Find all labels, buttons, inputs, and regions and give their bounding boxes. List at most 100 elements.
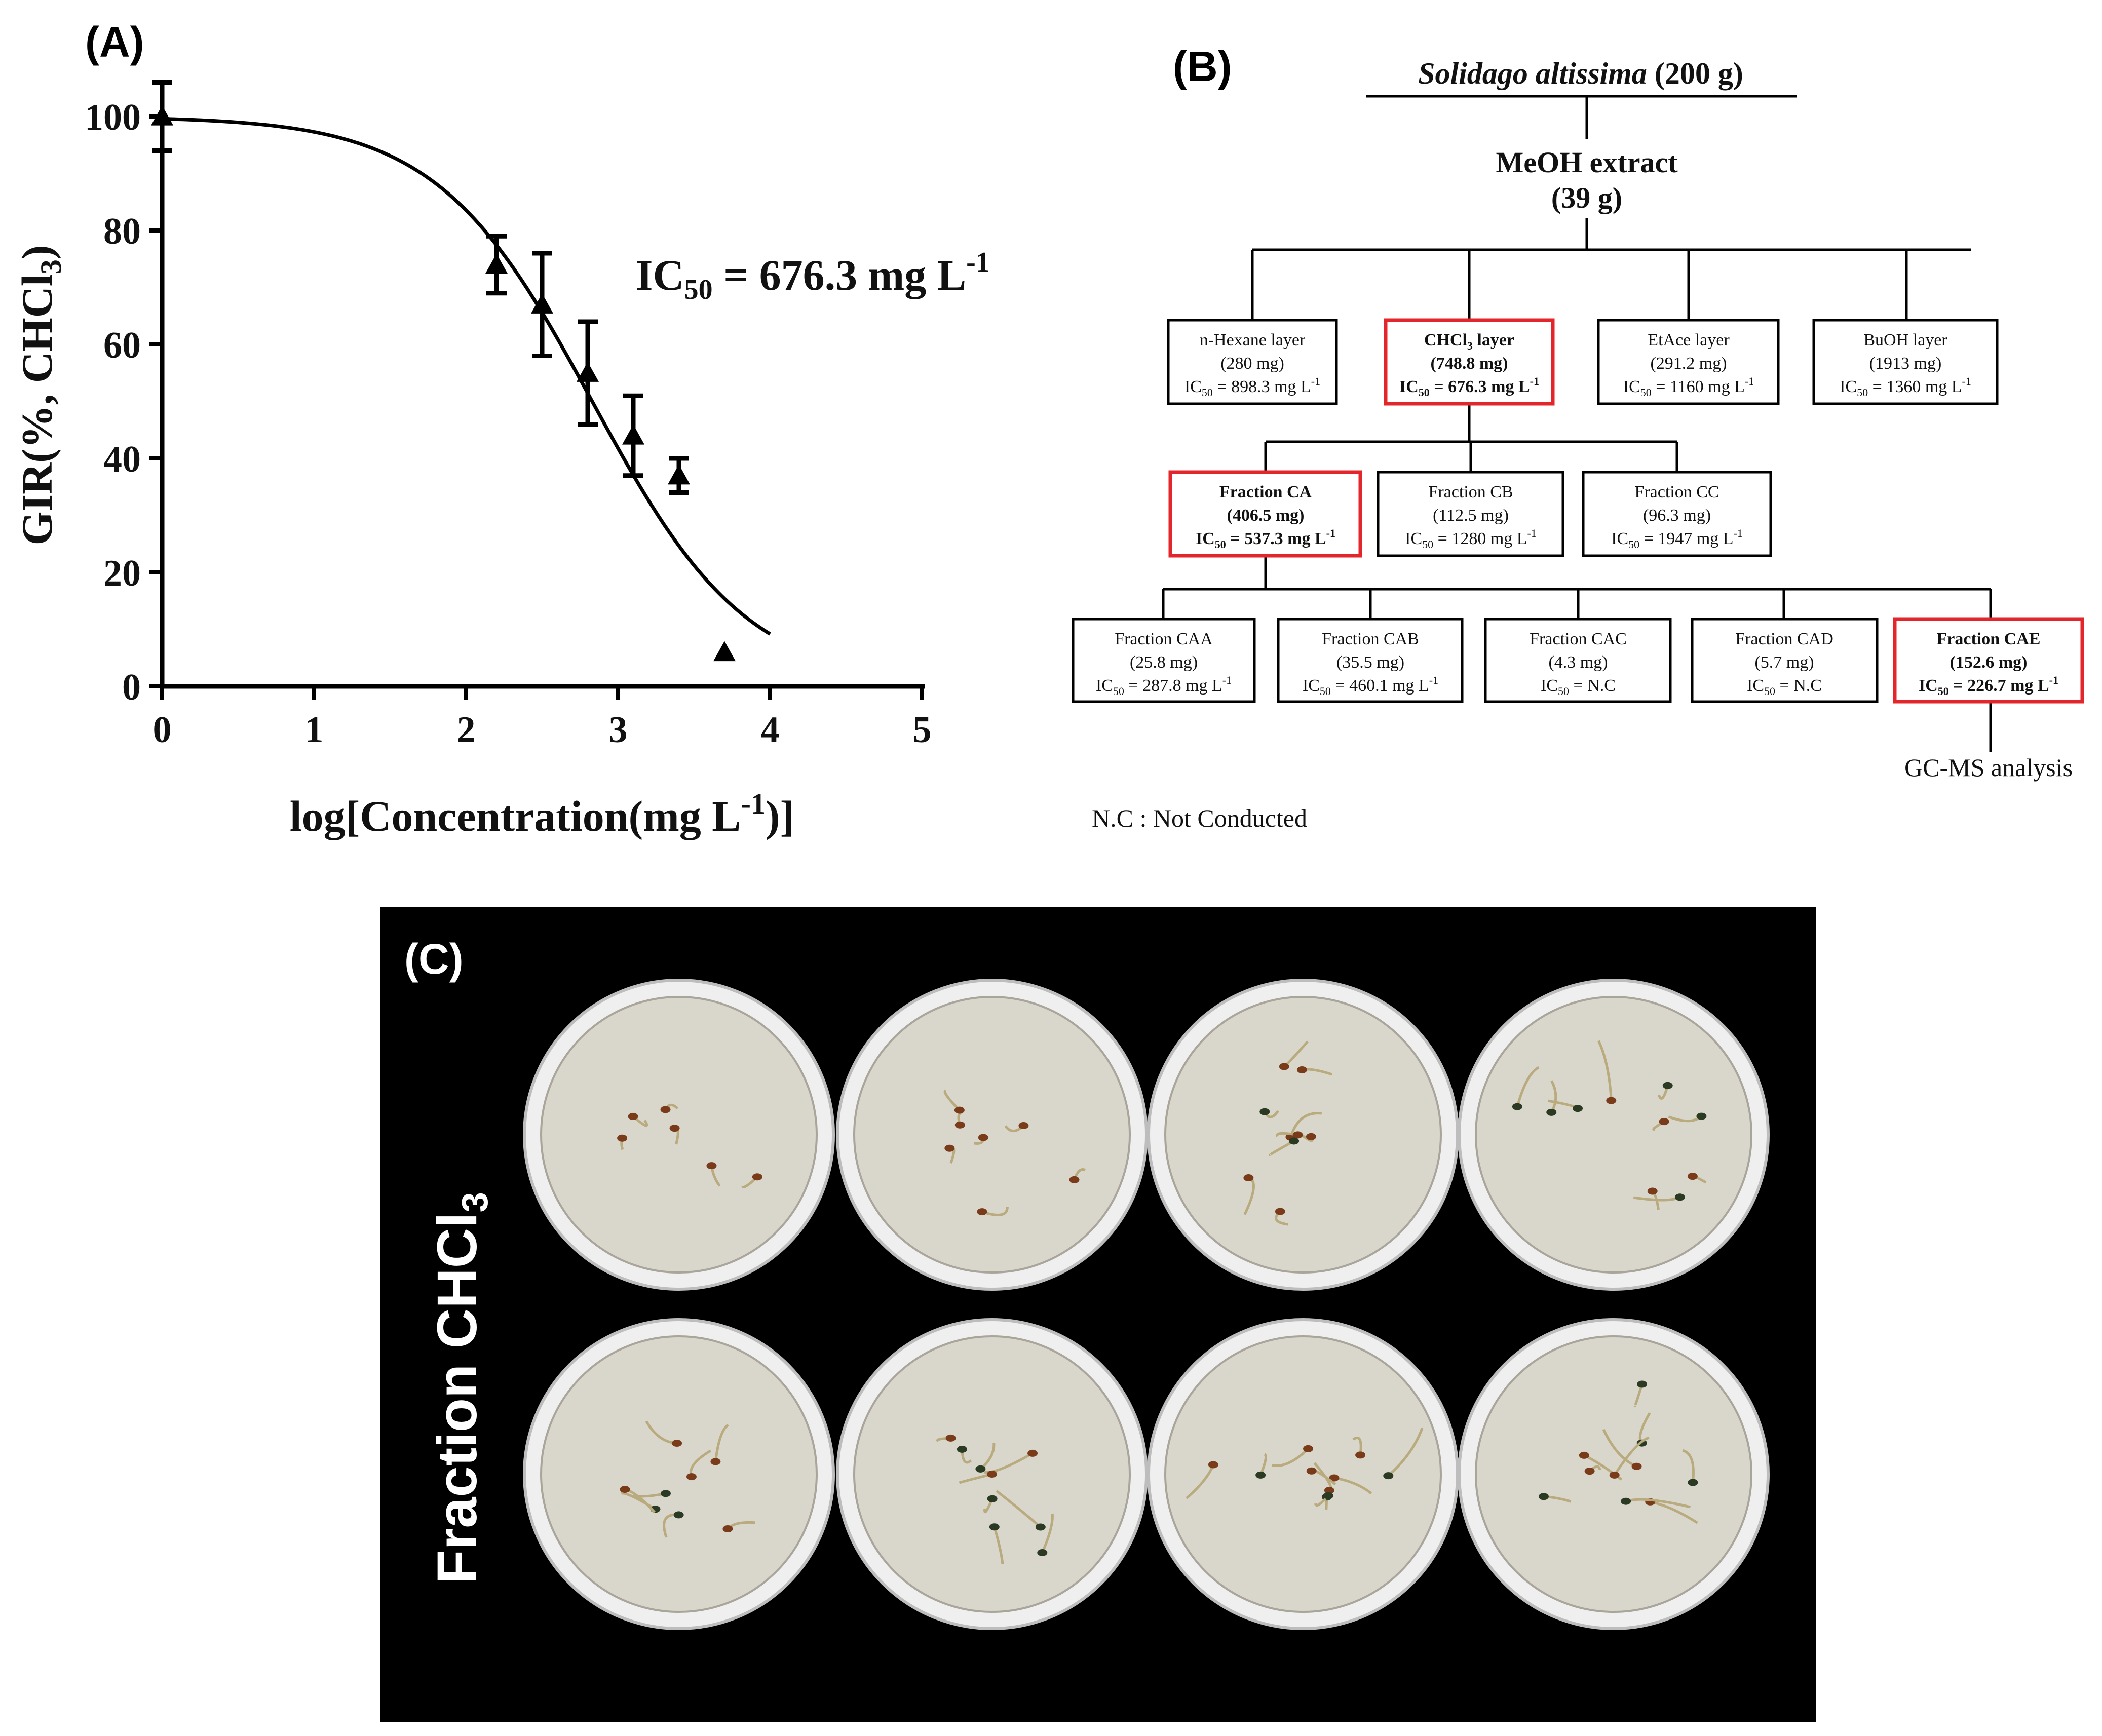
- ic50-annotation: IC50 = 676.3 mg L-1: [636, 247, 990, 305]
- subfraction-name: Fraction CAE: [1937, 630, 2041, 648]
- petri-dish: [523, 1318, 835, 1630]
- seedling-leaf: [1637, 1380, 1648, 1388]
- sigmoid-fit-curve: [162, 117, 771, 636]
- layer-ic50: IC50 = 898.3 mg L-1: [1184, 375, 1320, 399]
- seedling-leaf: [1292, 1131, 1303, 1139]
- x-tick-label: 2: [457, 709, 476, 751]
- fraction-mass: (112.5 mg): [1433, 506, 1509, 525]
- seedling-root: [993, 1526, 1004, 1564]
- subfraction-name: Fraction CAA: [1115, 630, 1213, 648]
- subfraction-ic50: IC50 = 287.8 mg L-1: [1096, 674, 1232, 698]
- y-tick-label: 0: [122, 667, 141, 708]
- subfraction-mass: (35.5 mg): [1336, 653, 1404, 672]
- data-point-triangle: [577, 362, 599, 382]
- panel-b-label: (B): [1173, 43, 1232, 90]
- seedling-leaf: [1621, 1497, 1631, 1505]
- seedling-leaf: [1538, 1493, 1549, 1500]
- layer-box-hexane: n-Hexane layer (280 mg) IC50 = 898.3 mg …: [1167, 319, 1338, 405]
- seedling-leaf: [987, 1471, 998, 1478]
- seedling-leaf: [975, 1465, 986, 1473]
- y-tick-label: 100: [85, 97, 141, 138]
- fraction-ic50: IC50 = 537.3 mg L-1: [1196, 527, 1335, 551]
- seedling-leaf: [1355, 1451, 1366, 1459]
- seedling-leaf: [954, 1121, 965, 1129]
- petri-dish: [836, 1318, 1148, 1630]
- seedling-leaf: [1688, 1479, 1698, 1486]
- seedling-leaf: [1329, 1474, 1340, 1482]
- seedling-leaf: [1035, 1523, 1046, 1531]
- seedling-leaf: [1259, 1108, 1270, 1115]
- seedling-root: [1613, 1436, 1650, 1476]
- fraction-name: Fraction CA: [1219, 483, 1312, 501]
- panel-c-photo: (C) Fraction CHCl3: [380, 907, 1816, 1722]
- layer-mass: (280 mg): [1220, 354, 1284, 373]
- seedling-leaf: [673, 1511, 684, 1519]
- layer-box-chcl3: CHCl3 layer (748.8 mg) IC50 = 676.3 mg L…: [1384, 318, 1555, 406]
- layer-name: BuOH layer: [1863, 331, 1947, 350]
- subfraction-mass: (4.3 mg): [1548, 653, 1608, 672]
- panel-b-flowchart: (B) Solidago altissima (200 g) MeOH extr…: [1072, 43, 2084, 832]
- layer-box-buoh: BuOH layer (1913 mg) IC50 = 1360 mg L-1: [1812, 319, 1999, 405]
- dish-paper: [853, 996, 1131, 1274]
- subfraction-mass: (152.6 mg): [1950, 653, 2028, 672]
- seedling-leaf: [944, 1144, 955, 1152]
- fraction-ic50: IC50 = 1947 mg L-1: [1611, 527, 1743, 551]
- subfraction-box-cad: Fraction CAD (5.7 mg) IC50 = N.C: [1691, 618, 1879, 703]
- fraction-mass: (96.3 mg): [1643, 506, 1711, 525]
- seedling-leaf: [1674, 1193, 1685, 1201]
- seedling-leaf: [660, 1106, 671, 1113]
- seedling-leaf: [706, 1162, 717, 1170]
- subfraction-box-cae: Fraction CAE (152.6 mg) IC50 = 226.7 mg …: [1893, 617, 2084, 704]
- panel-c-label: (C): [404, 935, 464, 983]
- subfraction-box-cac: Fraction CAC (4.3 mg) IC50 = N.C: [1484, 618, 1672, 703]
- petri-dish: [1458, 979, 1770, 1291]
- subfraction-name: Fraction CAD: [1735, 630, 1833, 648]
- seedling-leaf: [1323, 1492, 1333, 1499]
- seedling-leaf: [1609, 1471, 1620, 1479]
- seedling-root: [1041, 1513, 1054, 1553]
- seedling-leaf: [1324, 1487, 1334, 1494]
- fraction-box-cc: Fraction CC (96.3 mg) IC50 = 1947 mg L-1: [1582, 471, 1772, 557]
- seedling-leaf: [660, 1490, 671, 1497]
- seedling-leaf: [1306, 1467, 1317, 1475]
- seedling-root: [996, 1490, 1042, 1528]
- fraction-box-cb: Fraction CB (112.5 mg) IC50 = 1280 mg L-…: [1377, 471, 1564, 557]
- seedling-leaf: [989, 1523, 1000, 1531]
- seedling-leaf: [1584, 1468, 1595, 1475]
- seedling-root: [1289, 1112, 1322, 1138]
- seedling-leaf: [1069, 1176, 1080, 1183]
- seedling-leaf: [628, 1112, 638, 1120]
- seedling-root: [1682, 1449, 1695, 1483]
- layer-name: CHCl3 layer: [1424, 331, 1514, 352]
- y-axis-label: GIR(%, CHCl3): [13, 245, 67, 546]
- seedling-leaf: [1546, 1108, 1557, 1116]
- layer-ic50: IC50 = 1360 mg L-1: [1840, 375, 1971, 399]
- seedling-leaf: [1696, 1112, 1707, 1120]
- seedling-leaf: [752, 1173, 762, 1181]
- seedling-leaf: [954, 1106, 965, 1114]
- y-tick-label: 60: [103, 325, 141, 366]
- nc-footnote: N.C : Not Conducted: [1092, 804, 1307, 832]
- subfraction-mass: (25.8 mg): [1130, 653, 1198, 672]
- seedling-leaf: [945, 1434, 956, 1442]
- seedling-leaf: [1306, 1133, 1316, 1140]
- seedling-root: [1387, 1428, 1424, 1477]
- seedling-leaf: [1647, 1187, 1658, 1195]
- seedling-leaf: [672, 1440, 682, 1447]
- fraction-name: Fraction CC: [1634, 483, 1719, 501]
- seedling-leaf: [1606, 1097, 1617, 1104]
- fraction-ic50: IC50 = 1280 mg L-1: [1405, 527, 1537, 551]
- fraction-mass: (406.5 mg): [1227, 506, 1305, 525]
- data-point-triangle: [151, 105, 173, 126]
- fraction-name: Fraction CB: [1428, 483, 1513, 501]
- seedling-leaf: [1279, 1063, 1289, 1070]
- meoh-extract-mass: (39 g): [1551, 181, 1622, 214]
- data-point-triangle: [531, 293, 553, 314]
- seedling-leaf: [1512, 1103, 1522, 1110]
- seedling-leaf: [1383, 1472, 1394, 1480]
- data-point-triangle: [622, 425, 644, 445]
- fraction-box-ca: Fraction CA (406.5 mg) IC50 = 537.3 mg L…: [1168, 470, 1362, 558]
